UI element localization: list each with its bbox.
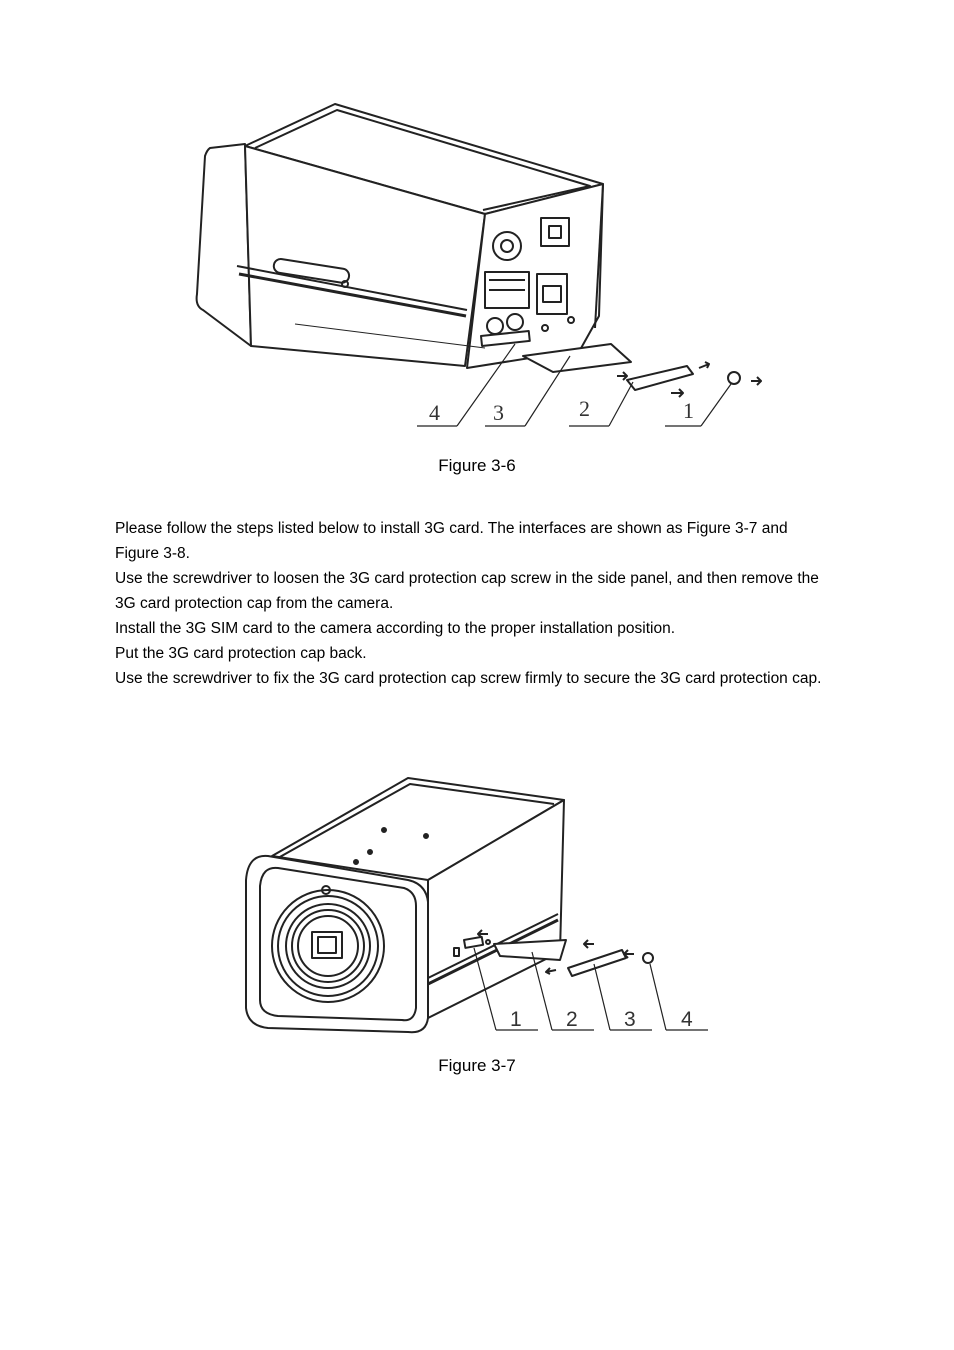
callout-4: 4 [681, 1008, 693, 1031]
paragraph-step-2: Install the 3G SIM card to the camera ac… [115, 620, 676, 637]
callout-2: 2 [579, 396, 590, 421]
paragraph-intro: Please follow the steps listed below to … [115, 520, 788, 562]
callout-2: 2 [566, 1008, 578, 1031]
callout-1: 1 [510, 1008, 522, 1031]
camera-front-view-drawing: 1 2 3 4 [245, 777, 708, 1034]
paragraph-step-3: Put the 3G card protection cap back. [115, 645, 367, 662]
callout-4: 4 [429, 400, 440, 425]
camera-rear-view-drawing: 4 3 2 1 [195, 103, 762, 427]
callout-1: 1 [683, 398, 694, 423]
installation-instructions: Please follow the steps listed below to … [115, 516, 835, 691]
callout-3: 3 [493, 400, 504, 425]
callout-3: 3 [624, 1008, 636, 1031]
figure-3-6-caption: Figure 3-6 [438, 456, 516, 475]
figure-3-7-illustration: 1 2 3 4 [238, 772, 718, 1038]
figure-3-7-caption: Figure 3-7 [438, 1056, 516, 1075]
figure-3-6-illustration: 4 3 2 1 [185, 98, 785, 438]
paragraph-step-4: Use the screwdriver to fix the 3G card p… [115, 670, 822, 687]
paragraph-step-1: Use the screwdriver to loosen the 3G car… [115, 570, 819, 612]
